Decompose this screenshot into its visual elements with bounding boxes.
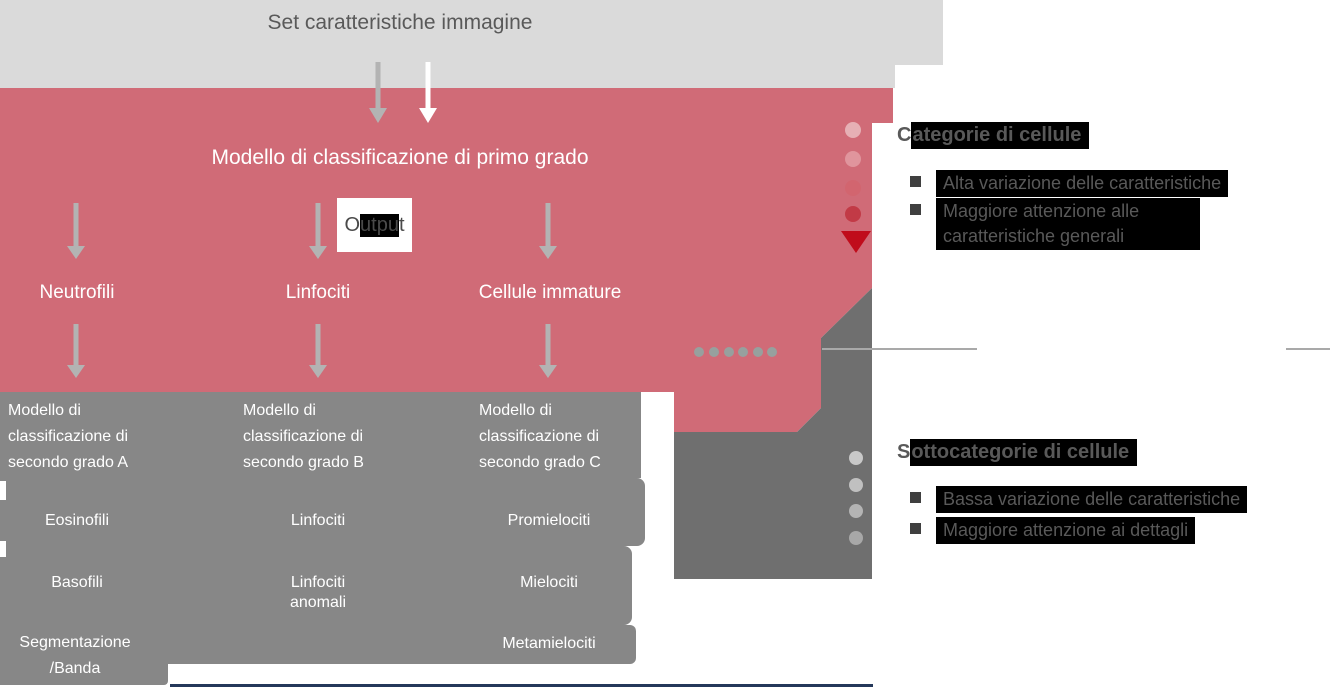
output-text-pre: O — [344, 213, 361, 236]
second-level-tail-box — [0, 625, 168, 685]
branch-neutrofili: Neutrofili — [39, 282, 115, 303]
heading-pre: C — [897, 124, 912, 146]
bullet-maggiore-attenzione-generali: Maggiore attenzione alle caratteristiche… — [910, 198, 1330, 250]
arrow-down-icon — [67, 324, 557, 378]
red-sequence-dots-icon — [845, 122, 861, 222]
cell-segmentazione-banda: Segmentazione /Banda — [19, 634, 131, 677]
square-bullet-icon — [910, 176, 921, 187]
banner-title: Set caratteristiche immagine — [267, 11, 533, 34]
ellipsis-dots-icon — [694, 347, 777, 357]
second-level-row-1 — [0, 478, 645, 546]
feature-set-banner — [0, 0, 943, 65]
second-level-models-box — [0, 392, 641, 478]
feature-set-banner-step — [0, 65, 895, 88]
bullet-text: Maggiore attenzione alle caratteristiche… — [936, 198, 1200, 250]
gray-sequence-dots-icon — [849, 451, 863, 545]
bullet-bassa-variazione: Bassa variazione delle caratteristiche — [910, 486, 1330, 513]
first-level-model-title: Modello di classificazione di primo grad… — [211, 146, 589, 169]
bullet-alta-variazione: Alta variazione delle caratteristiche — [910, 170, 1330, 197]
bullet-text: Alta variazione delle caratteristiche — [936, 170, 1229, 197]
transition-band — [674, 288, 872, 579]
row-notch — [0, 481, 6, 500]
cell-basofili: Basofili — [51, 574, 103, 591]
bottom-accent-bar — [170, 684, 873, 687]
model-c-label: Modello di classificazione di secondo gr… — [479, 402, 601, 471]
bullet-text: Bassa variazione delle caratteristiche — [936, 486, 1248, 513]
model-b-label: Modello di classificazione di secondo gr… — [243, 402, 364, 471]
bullet-maggiore-attenzione-dettagli: Maggiore attenzione ai dettagli — [910, 517, 1330, 544]
cell-promielociti: Promielociti — [507, 512, 591, 529]
cell-eosinofili: Eosinofili — [44, 512, 110, 529]
triangle-down-icon — [841, 231, 871, 253]
cell-linfociti-anomali: Linfociti anomali — [289, 574, 347, 611]
output-text-highlight: utpu — [360, 213, 399, 237]
categories-heading: Categorie di cellule — [897, 122, 1090, 149]
second-level-row-2 — [0, 546, 632, 625]
cell-mielociti: Mielociti — [520, 574, 578, 591]
output-text-post: t — [398, 213, 405, 236]
cell-metamielociti: Metamielociti — [502, 635, 596, 652]
branch-cellule-immature: Cellule immature — [478, 282, 622, 303]
square-bullet-icon — [910, 523, 921, 534]
model-a-label: Modello di classificazione di secondo gr… — [8, 402, 129, 471]
square-bullet-icon — [910, 492, 921, 503]
arrow-down-icon — [67, 203, 557, 259]
branch-linfociti: Linfociti — [285, 282, 351, 303]
bullet-text: Maggiore attenzione ai dettagli — [936, 517, 1196, 544]
first-level-region — [0, 88, 893, 432]
square-bullet-icon — [910, 204, 921, 215]
heading-highlight: ottocategorie di cellule — [910, 439, 1138, 466]
heading-pre: S — [897, 441, 911, 463]
subcategories-heading: Sottocategorie di cellule — [897, 439, 1138, 466]
row-notch — [0, 541, 6, 557]
heading-highlight: ategorie di cellule — [911, 122, 1090, 149]
cell-linfociti: Linfociti — [290, 512, 346, 529]
